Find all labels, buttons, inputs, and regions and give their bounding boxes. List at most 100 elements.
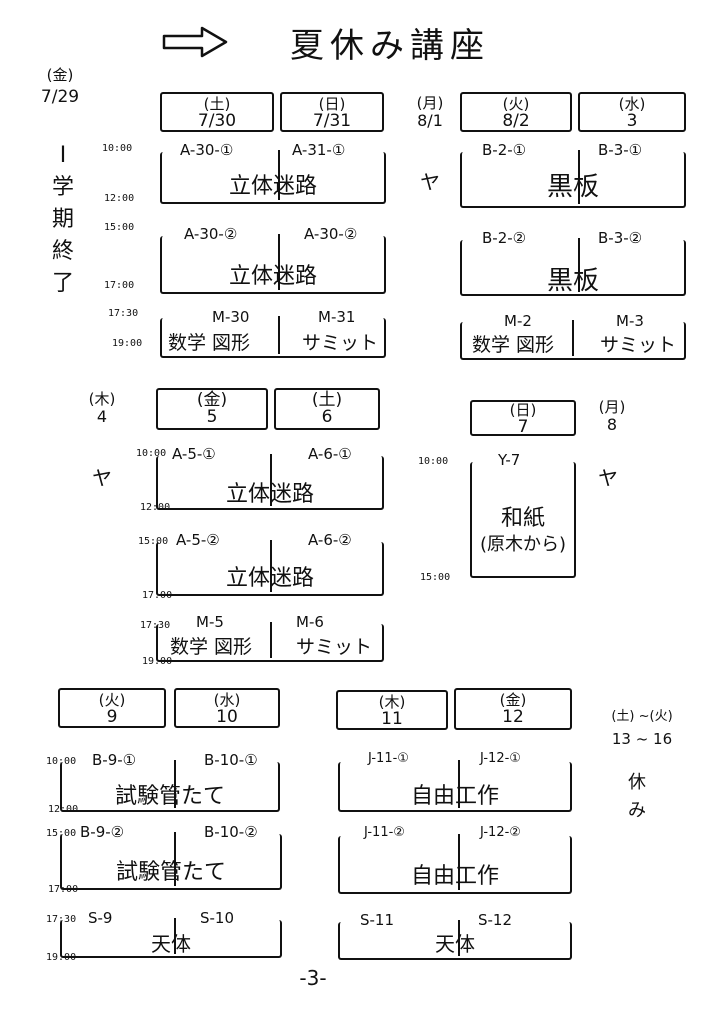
- course-code: J-11-②: [362, 825, 407, 840]
- time-10-00: 10:00: [136, 448, 167, 459]
- course-subject: 黒板: [546, 266, 599, 296]
- course-code: A-30-①: [178, 141, 236, 159]
- course-subject: 立体迷路: [228, 174, 317, 199]
- day-header-8-11: (木)11: [336, 690, 448, 730]
- course-subject: 試験管たて: [114, 784, 225, 809]
- session-block-y7: Y-7 和紙 (原木から): [470, 451, 576, 578]
- course-subject: 試験管たて: [115, 860, 226, 885]
- session-block-m30: M-30 M-31 数学 図形 サミット: [160, 308, 386, 358]
- session-block-s9: S-9 S-10 天体: [60, 909, 282, 958]
- time-15-00: 15:00: [104, 222, 135, 233]
- right-arrow-icon: [160, 24, 232, 64]
- time-12-00: 12:00: [48, 804, 79, 815]
- course-subject: 数学 図形: [170, 636, 253, 658]
- day-header-8-3: (水)3: [578, 92, 686, 132]
- course-code: S-9: [86, 909, 115, 927]
- course-code: B-3-①: [596, 141, 645, 159]
- day-header-8-1: (月)8/1: [416, 94, 444, 130]
- day-header-7-31: (日)7/31: [280, 92, 384, 132]
- day-header-8-5: (金)5: [156, 388, 268, 430]
- course-code: B-10-①: [202, 751, 260, 769]
- session-block-b9-am: B-9-① B-10-① 試験管たて: [60, 751, 280, 812]
- time-19-00: 19:00: [112, 338, 143, 349]
- page-title: 夏休み講座: [290, 26, 490, 66]
- course-subject-note: (原木から): [479, 534, 567, 555]
- course-subject: サミット: [302, 332, 379, 354]
- course-code: J-12-②: [478, 825, 523, 840]
- session-block-a5-am: A-5-① A-6-① 立体迷路: [156, 445, 384, 510]
- session-block-m2: M-2 M-3 数学 図形 サミット: [460, 312, 686, 360]
- day-header-7-30: (土)7/30: [160, 92, 274, 132]
- time-15-00: 15:00: [420, 572, 451, 583]
- ya-mark: ヤ: [598, 466, 618, 490]
- session-block-a30-am: A-30-① A-31-① 立体迷路: [160, 141, 386, 204]
- session-block-j11-am: J-11-① J-12-① 自由工作: [338, 751, 572, 812]
- fri-7-29-date: 7/29: [40, 87, 80, 107]
- time-12-00: 12:00: [140, 502, 171, 513]
- fri-7-29-dow: (金): [46, 66, 74, 84]
- course-code: A-5-②: [174, 531, 222, 549]
- time-17-30: 17:30: [140, 620, 171, 631]
- course-subject: 立体迷路: [225, 566, 314, 591]
- course-subject: 天体: [151, 932, 191, 956]
- time-15-00: 15:00: [46, 828, 77, 839]
- session-block-b9-pm: B-9-② B-10-② 試験管たて: [60, 823, 282, 890]
- course-code: S-12: [476, 911, 515, 929]
- page-number: -3-: [299, 966, 327, 990]
- course-subject: 立体迷路: [228, 264, 317, 289]
- course-subject: 自由工作: [410, 864, 499, 889]
- course-subject: 天体: [435, 932, 475, 956]
- course-code: S-11: [358, 911, 397, 929]
- session-block-m5: M-5 M-6 数学 図形 サミット: [156, 613, 384, 662]
- course-code: A-5-①: [170, 445, 218, 463]
- course-code: Y-7: [496, 451, 523, 469]
- course-code: B-2-②: [480, 229, 529, 247]
- course-code: M-3: [614, 312, 646, 330]
- time-17-00: 17:00: [104, 280, 135, 291]
- course-code: B-10-②: [202, 823, 260, 841]
- session-block-b2-pm: B-2-② B-3-② 黒板: [460, 229, 686, 296]
- course-code: B-3-②: [596, 229, 645, 247]
- time-10-00: 10:00: [102, 143, 133, 154]
- session-block-a30-pm: A-30-② A-30-② 立体迷路: [160, 225, 386, 294]
- session-block-s11: S-11 S-12 天体: [338, 911, 572, 960]
- course-code: B-9-①: [90, 751, 139, 769]
- holiday-range: (土) ~(火) 13 ~ 16: [611, 709, 673, 748]
- day-header-8-7: (日)7: [470, 400, 576, 436]
- course-code: J-12-①: [478, 751, 523, 766]
- course-subject: 数学 図形: [168, 332, 251, 354]
- day-header-8-10: (水)10: [174, 688, 280, 728]
- ya-mark: ヤ: [420, 170, 440, 194]
- course-subject: 和紙: [500, 506, 545, 531]
- time-10-00: 10:00: [418, 456, 449, 467]
- course-code: A-6-②: [306, 531, 354, 549]
- course-code: M-5: [194, 613, 226, 631]
- day-header-8-4: (木)4: [88, 390, 116, 426]
- course-subject: 数学 図形: [472, 334, 555, 356]
- course-subject: 黒板: [546, 172, 599, 202]
- course-subject: 立体迷路: [225, 482, 314, 507]
- course-code: M-6: [294, 613, 326, 631]
- course-subject: サミット: [600, 334, 677, 356]
- course-code: B-9-②: [78, 823, 127, 841]
- session-block-j11-pm: J-11-② J-12-② 自由工作: [338, 825, 572, 894]
- session-block-b2-am: B-2-① B-3-① 黒板: [460, 141, 686, 208]
- day-header-8-6: (土)6: [274, 388, 380, 430]
- day-header-8-12: (金)12: [454, 688, 572, 730]
- day-header-8-8: (月)8: [598, 398, 626, 434]
- course-code: J-11-①: [366, 751, 411, 766]
- course-code: M-30: [210, 308, 252, 326]
- course-code: M-2: [502, 312, 534, 330]
- time-12-00: 12:00: [104, 193, 135, 204]
- course-code: S-10: [198, 909, 237, 927]
- course-code: B-2-①: [480, 141, 529, 159]
- ya-mark: ヤ: [92, 466, 112, 490]
- course-subject: 自由工作: [410, 784, 499, 809]
- course-code: A-30-②: [182, 225, 240, 243]
- day-header-8-2: (火)8/2: [460, 92, 572, 132]
- course-code: A-30-②: [302, 225, 360, 243]
- course-code: A-31-①: [290, 141, 348, 159]
- time-17-30: 17:30: [46, 914, 77, 925]
- time-15-00: 15:00: [138, 536, 169, 547]
- course-code: M-31: [316, 308, 358, 326]
